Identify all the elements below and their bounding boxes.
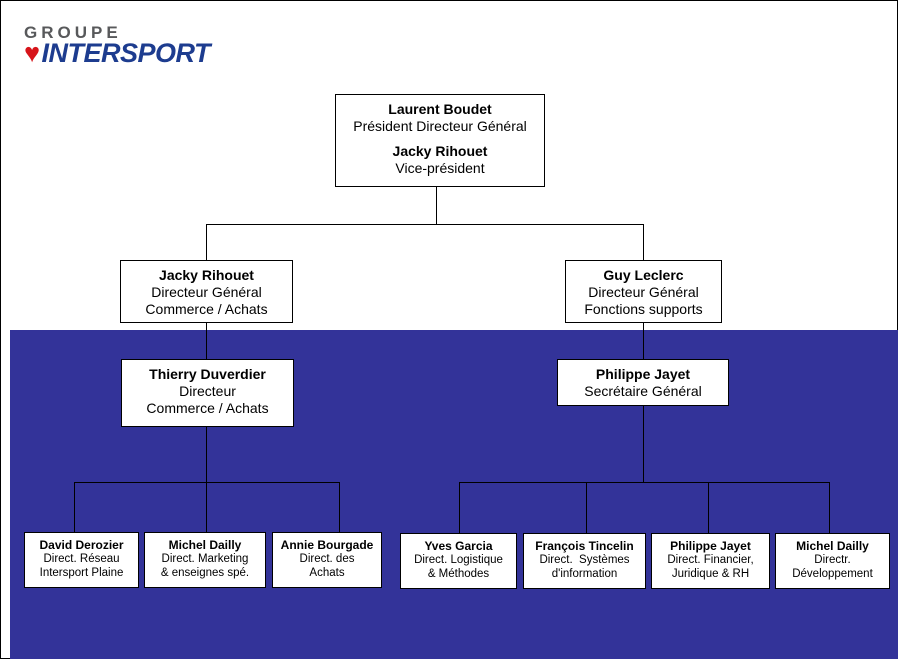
node-title: & Méthodes: [427, 568, 490, 580]
node-report-right-2: François Tincelin Direct. Systèmes d'inf…: [523, 533, 646, 589]
connector-dg-supports-to-secretary: [643, 322, 644, 359]
node-name: Annie Bourgade: [280, 538, 374, 552]
connector-right-3: [708, 482, 709, 533]
node-title: Commerce / Achats: [146, 400, 269, 416]
logo-brand-text: INTERSPORT: [41, 38, 211, 68]
node-title: Direct. des: [299, 553, 355, 565]
node-name: Thierry Duverdier: [149, 366, 266, 382]
node-title: Direct. Logistique: [414, 554, 503, 566]
node-name: Jacky Rihouet: [159, 267, 254, 283]
node-title: Achats: [309, 567, 345, 579]
connector-secretary-down: [643, 405, 644, 483]
connector-level1-horizontal: [206, 224, 644, 225]
node-title: Commerce / Achats: [145, 301, 268, 317]
node-title: Direct. Systèmes: [539, 554, 630, 566]
node-name: Laurent Boudet: [388, 101, 492, 117]
node-title: Direct. Financier,: [667, 554, 754, 566]
node-report-right-3: Philippe Jayet Direct. Financier, Juridi…: [651, 533, 770, 589]
node-title: Secrétaire Général: [584, 383, 702, 399]
node-report-left-1: David Derozier Direct. Réseau Intersport…: [24, 532, 139, 588]
node-title: Juridique & RH: [671, 568, 750, 580]
node-title: & enseignes spé.: [160, 567, 250, 579]
connector-right-4: [829, 482, 830, 533]
node-report-left-3: Annie Bourgade Direct. des Achats: [272, 532, 382, 588]
node-secretary-general: Philippe Jayet Secrétaire Général: [557, 359, 729, 406]
node-title: Directeur Général: [151, 284, 262, 300]
node-title: Fonctions supports: [584, 301, 703, 317]
node-title: Développement: [792, 568, 873, 580]
node-title: Directeur Général: [588, 284, 699, 300]
connector-left-2: [206, 482, 207, 532]
node-name: Philippe Jayet: [595, 366, 691, 382]
logo-groupe-text: GROUPE: [24, 23, 122, 42]
connector-dg-commerce-to-director: [206, 322, 207, 359]
connector-to-dg-supports: [643, 224, 644, 260]
node-name: Michel Dailly: [796, 539, 869, 553]
intersport-logo: GROUPE ♥INTERSPORT: [24, 23, 211, 68]
node-dg-commerce: Jacky Rihouet Directeur Général Commerce…: [120, 260, 293, 323]
node-report-right-1: Yves Garcia Direct. Logistique & Méthode…: [400, 533, 517, 589]
node-title: Direct. Marketing: [161, 553, 249, 565]
node-name: François Tincelin: [535, 539, 634, 553]
node-title: Directr.: [814, 554, 851, 566]
node-report-right-4: Michel Dailly Directr. Développement: [775, 533, 890, 589]
connector-left-horizontal: [74, 482, 340, 483]
node-dg-supports: Guy Leclerc Directeur Général Fonctions …: [565, 260, 722, 323]
node-title: Directeur: [179, 383, 236, 399]
connector-to-dg-commerce: [206, 224, 207, 260]
connector-director-down: [206, 427, 207, 483]
node-director-commerce: Thierry Duverdier Directeur Commerce / A…: [121, 359, 294, 427]
connector-left-3: [339, 482, 340, 532]
node-name: David Derozier: [39, 538, 124, 552]
connector-right-1: [459, 482, 460, 533]
node-report-left-2: Michel Dailly Direct. Marketing & enseig…: [144, 532, 266, 588]
connector-left-1: [74, 482, 75, 532]
node-title: Direct. Réseau: [43, 553, 120, 565]
node-name: Philippe Jayet: [670, 539, 751, 553]
logo-mark-icon: ♥: [24, 38, 40, 68]
node-name: Guy Leclerc: [603, 267, 684, 283]
node-name: Jacky Rihouet: [392, 143, 488, 159]
node-name: Michel Dailly: [168, 538, 242, 552]
node-president: Laurent Boudet Président Directeur Génér…: [335, 94, 545, 187]
connector-top-down: [436, 187, 437, 225]
node-title: Vice-président: [395, 160, 485, 176]
node-title: Président Directeur Général: [353, 118, 527, 134]
logo-brand: ♥INTERSPORT: [24, 38, 211, 68]
node-name: Yves Garcia: [424, 539, 493, 553]
node-title: Intersport Plaine: [39, 567, 124, 579]
connector-right-2: [586, 482, 587, 533]
connector-right-horizontal: [459, 482, 829, 483]
node-title: d'information: [551, 568, 618, 580]
